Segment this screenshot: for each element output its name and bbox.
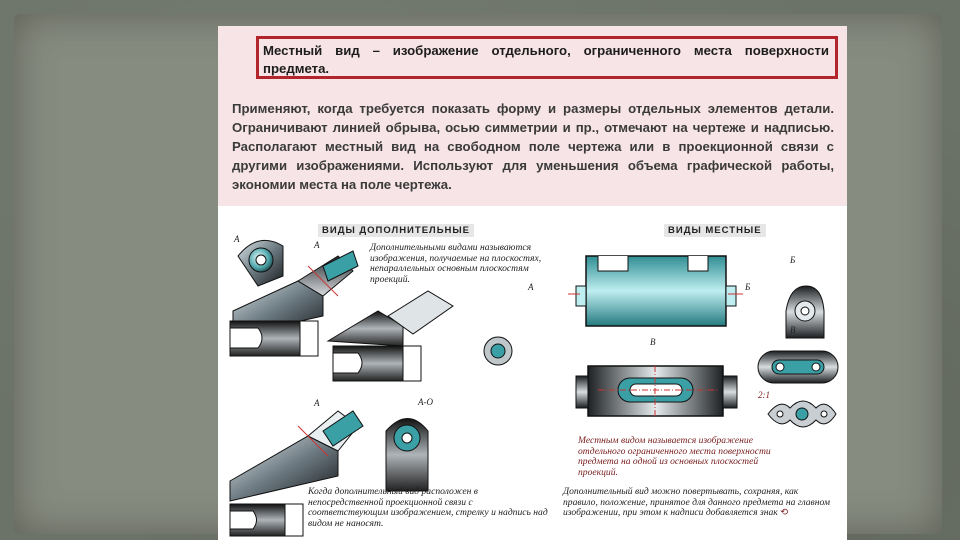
mark-scale: 2:1	[758, 390, 770, 400]
mark-a-2: А	[314, 240, 320, 250]
definition-box: Местный вид – изображение отдельного, ог…	[256, 36, 838, 79]
slide-content: Местный вид – изображение отдельного, ог…	[218, 26, 847, 540]
local-view-main-drawing	[568, 255, 839, 428]
definition-text: Местный вид – изображение отдельного, ог…	[263, 43, 829, 76]
additional-views-label: ВИДЫ ДОПОЛНИТЕЛЬНЫЕ	[318, 224, 475, 237]
additional-view-projection-note: Когда дополнительный вид расположен в не…	[308, 486, 548, 529]
local-views-label: ВИДЫ МЕСТНЫЕ	[664, 224, 766, 237]
rotation-note: Дополнительный вид можно повертывать, со…	[563, 486, 833, 519]
description-text: Применяют, когда требуется показать форм…	[232, 101, 834, 192]
mark-a-local: А	[528, 282, 534, 292]
mark-v-view: В	[790, 325, 796, 335]
mark-b-arrow: Б	[745, 282, 751, 292]
mark-a-rotated: А-О	[418, 397, 433, 407]
rotation-sign-icon: ⟲	[780, 507, 789, 518]
mark-v-arrow: В	[650, 337, 656, 347]
additional-view-definition-note: Дополнительными видами называются изобра…	[370, 242, 542, 285]
mark-a-3: А	[314, 398, 320, 408]
additional-view-drawing-bottom	[229, 410, 429, 537]
rotation-note-text: Дополнительный вид можно повертывать, со…	[563, 486, 831, 518]
mark-a-1: А	[234, 234, 240, 244]
local-view-definition-note: Местным видом называется изображение отд…	[578, 435, 771, 478]
mark-b-view: Б	[790, 255, 796, 265]
additional-view-drawing-middle	[229, 290, 513, 382]
